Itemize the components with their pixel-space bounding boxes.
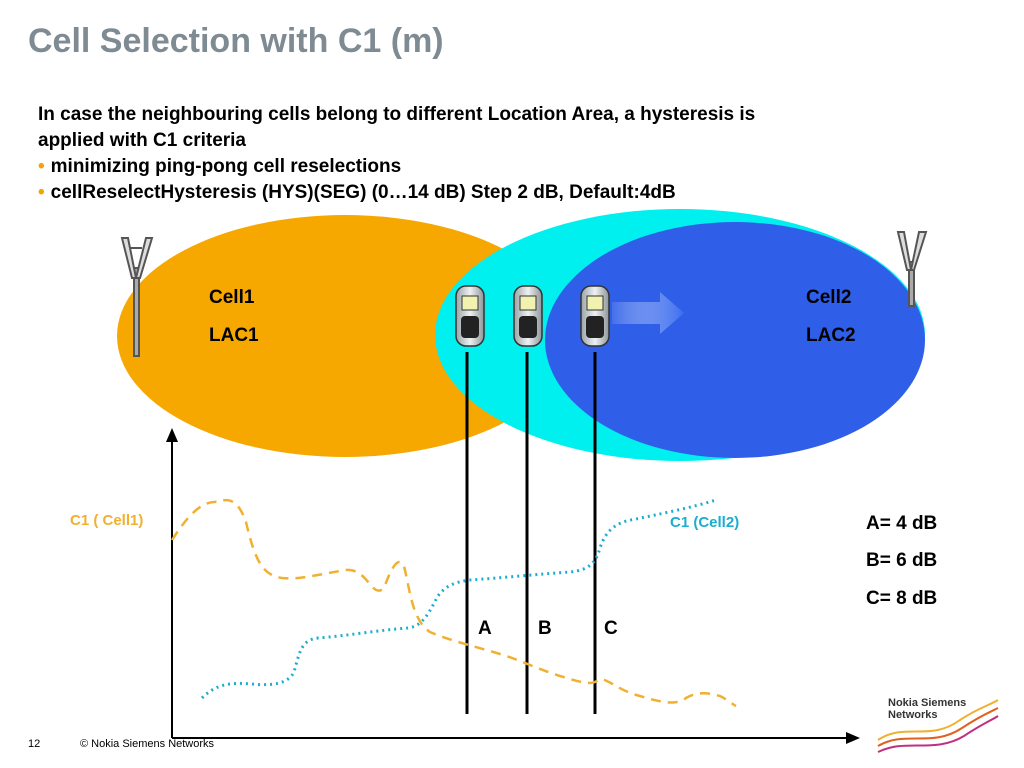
c1-cell2-curve — [200, 498, 717, 700]
movement-arrow-icon — [612, 292, 684, 334]
bullet-item: •cellReselectHysteresis (HYS)(SEG) (0…14… — [38, 182, 676, 203]
bullet-dot-icon: • — [38, 156, 45, 177]
hysteresis-value-a: A= 4 dB — [866, 513, 938, 534]
logo-line-2: Networks — [888, 709, 938, 721]
hysteresis-value-b: B= 6 dB — [866, 550, 938, 571]
cell2-name-label: Cell2 — [806, 287, 852, 308]
cell2-coverage-area — [545, 222, 925, 458]
intro-text: In case the neighbouring cells belong to… — [38, 102, 938, 206]
mobile-phone-icon — [580, 285, 610, 347]
c1-cell2-label: C1 (Cell2) — [670, 514, 740, 531]
copyright-text: © Nokia Siemens Networks — [80, 738, 215, 750]
intro-line-2: applied with C1 criteria — [38, 130, 246, 151]
hysteresis-value-c: C= 8 dB — [866, 588, 938, 609]
company-logo: Nokia Siemens Networks — [888, 697, 966, 721]
cell1-coverage-area — [117, 215, 573, 457]
c1-cell1-curve — [170, 498, 737, 708]
c1-cell1-label: C1 ( Cell1) — [70, 512, 144, 529]
logo-line-1: Nokia Siemens — [888, 697, 967, 709]
marker-b-label: B — [538, 618, 552, 639]
page-number: 12 — [28, 738, 41, 750]
marker-c-label: C — [604, 618, 618, 639]
cell1-name-label: Cell1 — [209, 287, 255, 308]
cell1-antenna-icon — [120, 237, 154, 357]
bullet-item: •minimizing ping-pong cell reselections — [38, 156, 402, 177]
marker-a-label: A — [478, 618, 492, 639]
cell2-lac-label: LAC2 — [806, 325, 856, 346]
nokia-siemens-logo-icon — [877, 699, 999, 753]
mobile-phone-icon — [513, 285, 543, 347]
page-title: Cell Selection with C1 (m) — [28, 22, 444, 60]
bullet-dot-icon: • — [38, 182, 45, 203]
intro-line-1: In case the neighbouring cells belong to… — [38, 104, 756, 125]
cell2-antenna-icon — [896, 231, 928, 307]
mobile-phone-icon — [455, 285, 485, 347]
cell1-lac-label: LAC1 — [209, 325, 259, 346]
x-axis-arrowhead — [846, 732, 860, 744]
y-axis-arrowhead — [166, 428, 178, 442]
